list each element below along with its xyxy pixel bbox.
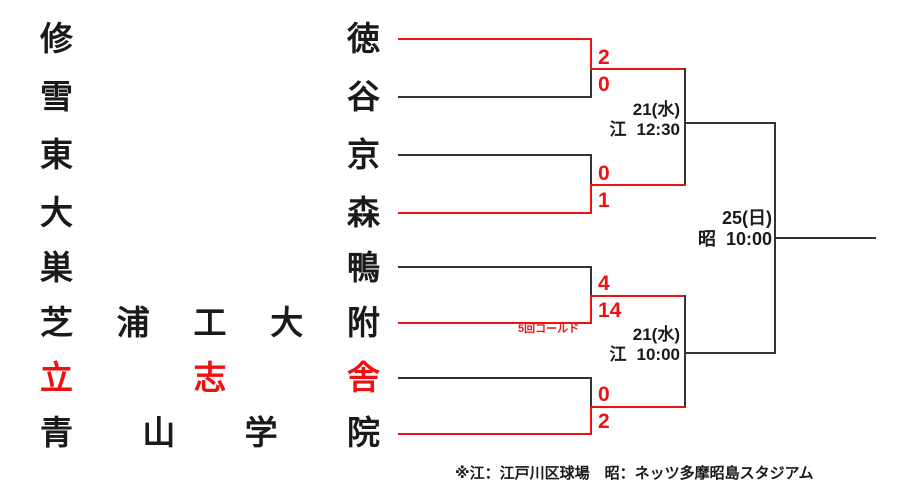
qf3-cold-game-annotation: 5回コールド — [518, 323, 580, 335]
team-char: 立 — [40, 358, 73, 396]
team-char: 芝 — [40, 303, 73, 341]
team-char: 森 — [347, 193, 380, 231]
qf3-bottom-score: 14 — [598, 299, 622, 322]
team-char: 鴨 — [347, 248, 380, 286]
qf4-bottom-score: 2 — [598, 410, 610, 433]
feed-line-shutoku — [398, 38, 592, 40]
sf1-date: 21(水) — [632, 100, 680, 119]
qf2-connector-bottom — [590, 184, 592, 214]
sf2-match-info: 21(水) 江 10:00 — [572, 325, 680, 364]
qf4-top-score: 0 — [598, 383, 610, 406]
champion-line — [774, 237, 876, 239]
final-date: 25(日) — [721, 208, 772, 228]
sf1-match-info: 21(水) 江 12:30 — [572, 100, 680, 139]
final-feed-top — [684, 122, 776, 124]
sf1-venue-time: 江 12:30 — [572, 120, 680, 140]
final-venue: 昭 — [697, 228, 716, 249]
sf2-feed-top — [590, 295, 686, 297]
team-char: 大 — [270, 303, 304, 341]
qf2-bottom-score: 1 — [598, 189, 610, 212]
sf1-time: 12:30 — [636, 119, 680, 139]
team-name-tokyo: 東 京 — [40, 138, 380, 171]
team-char: 山 — [142, 413, 176, 451]
sf2-date: 21(水) — [632, 325, 680, 344]
team-row: 立 志 舎 — [40, 355, 380, 399]
team-name-omori: 大 森 — [40, 196, 380, 229]
final-match-info: 25(日) 昭 10:00 — [660, 208, 772, 249]
team-name-risshisha: 立 志 舎 — [40, 361, 380, 394]
venue-legend-note: ※江：江戸川区球場 昭：ネッツ多摩昭島スタジアム — [455, 465, 814, 482]
team-char: 工 — [193, 303, 227, 341]
team-char: 院 — [346, 413, 380, 451]
feed-line-aoyama — [398, 433, 592, 435]
team-char: 修 — [40, 19, 73, 57]
team-char: 舎 — [347, 358, 380, 396]
team-name-shibaura: 芝 浦 工 大 附 — [40, 306, 380, 339]
sf1-connector — [684, 68, 686, 184]
team-char: 雪 — [40, 77, 73, 115]
sf2-time: 10:00 — [636, 344, 680, 364]
qf3-top-score: 4 — [598, 272, 610, 295]
team-row: 東 京 — [40, 132, 380, 176]
team-char: 学 — [244, 413, 278, 451]
qf3-connector-bottom — [590, 295, 592, 324]
team-row: 芝 浦 工 大 附 — [40, 300, 380, 344]
team-name-sugamo: 巣 鴨 — [40, 251, 380, 284]
team-row: 青 山 学 院 — [40, 410, 380, 454]
team-name-aoyama: 青 山 学 院 — [40, 416, 380, 449]
team-name-shutoku: 修 徳 — [40, 22, 380, 55]
team-char: 志 — [193, 358, 227, 396]
team-char: 谷 — [347, 77, 380, 115]
qf3-connector-top — [590, 266, 592, 295]
feed-line-sugamo — [398, 266, 592, 268]
sf1-venue: 江 — [609, 119, 627, 139]
sf2-venue: 江 — [609, 344, 627, 364]
sf2-venue-time: 江 10:00 — [572, 345, 680, 365]
final-feed-bottom — [684, 352, 776, 354]
qf4-connector-top — [590, 377, 592, 406]
feed-line-yukigaya — [398, 96, 592, 98]
team-char: 附 — [347, 303, 380, 341]
qf4-connector-bottom — [590, 406, 592, 435]
team-name-yukigaya: 雪 谷 — [40, 80, 380, 113]
team-row: 雪 谷 — [40, 74, 380, 118]
qf1-connector-top — [590, 38, 592, 68]
sf1-feed-bottom — [590, 184, 686, 186]
team-char: 大 — [40, 193, 73, 231]
sf2-feed-bottom — [590, 406, 686, 408]
qf2-connector-top — [590, 154, 592, 184]
feed-line-tokyo — [398, 154, 592, 156]
team-char: 青 — [40, 413, 73, 451]
team-char: 東 — [40, 135, 73, 173]
qf1-connector-bottom — [590, 68, 592, 98]
final-venue-time: 昭 10:00 — [660, 229, 772, 250]
team-char: 巣 — [40, 248, 73, 286]
qf1-bottom-score: 0 — [598, 73, 610, 96]
feed-line-risshisha — [398, 377, 592, 379]
team-char: 浦 — [116, 303, 150, 341]
qf1-top-score: 2 — [598, 46, 610, 69]
sf2-connector — [684, 295, 686, 406]
team-row: 巣 鴨 — [40, 245, 380, 289]
team-row: 大 森 — [40, 190, 380, 234]
qf2-top-score: 0 — [598, 162, 610, 185]
sf1-feed-top — [590, 68, 686, 70]
team-char: 京 — [347, 135, 380, 173]
team-row: 修 徳 — [40, 16, 380, 60]
feed-line-omori — [398, 212, 592, 214]
final-time: 10:00 — [725, 228, 772, 249]
team-char: 徳 — [347, 19, 380, 57]
feed-line-shibaura — [398, 322, 592, 324]
